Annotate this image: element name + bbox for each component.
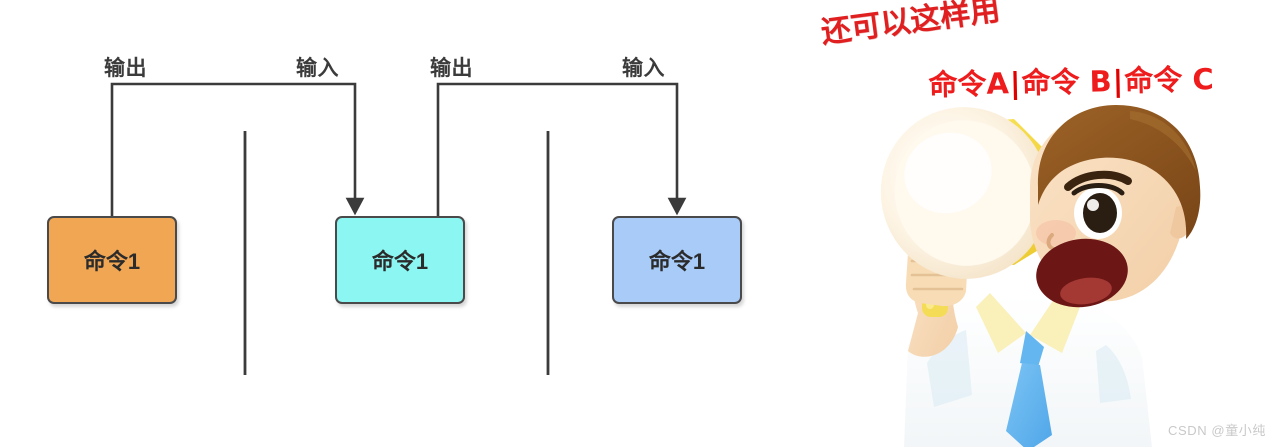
- hair-shape: [1037, 105, 1201, 239]
- connector-1: [110, 82, 365, 218]
- pipe-flow-diagram: [110, 82, 687, 375]
- megaphone-bell: [880, 107, 1050, 279]
- mouth-shape: [1036, 238, 1128, 308]
- command-box-3-label: 命令1: [648, 249, 706, 274]
- command-box-2-label: 命令1: [371, 249, 429, 274]
- person-with-megaphone-illustration: [880, 105, 1201, 447]
- command-box-2[interactable]: 命令1: [335, 216, 465, 304]
- command-box-1-label: 命令1: [83, 249, 141, 274]
- eye-shape: [1071, 183, 1125, 239]
- flow-label-output-2: 输出: [430, 57, 473, 80]
- flow-label-input-2: 输入: [622, 57, 665, 80]
- eyebrow-shape: [1064, 170, 1132, 191]
- flow-label-output-1: 输出: [104, 57, 147, 80]
- connector-2: [436, 82, 687, 218]
- command-box-1[interactable]: 命令1: [47, 216, 177, 304]
- collar-shape: [976, 293, 1080, 353]
- command-box-3[interactable]: 命令1: [612, 216, 742, 304]
- annotation-headline: 还可以这样用: [819, 0, 1003, 51]
- flow-label-input-1: 输入: [296, 57, 339, 80]
- tie-shape: [1006, 331, 1052, 447]
- annotation-pipe-2: |: [1112, 63, 1124, 99]
- csdn-watermark: CSDN @童小纯: [1167, 423, 1266, 438]
- annotation-part-command-c: 命令 C: [1123, 62, 1215, 98]
